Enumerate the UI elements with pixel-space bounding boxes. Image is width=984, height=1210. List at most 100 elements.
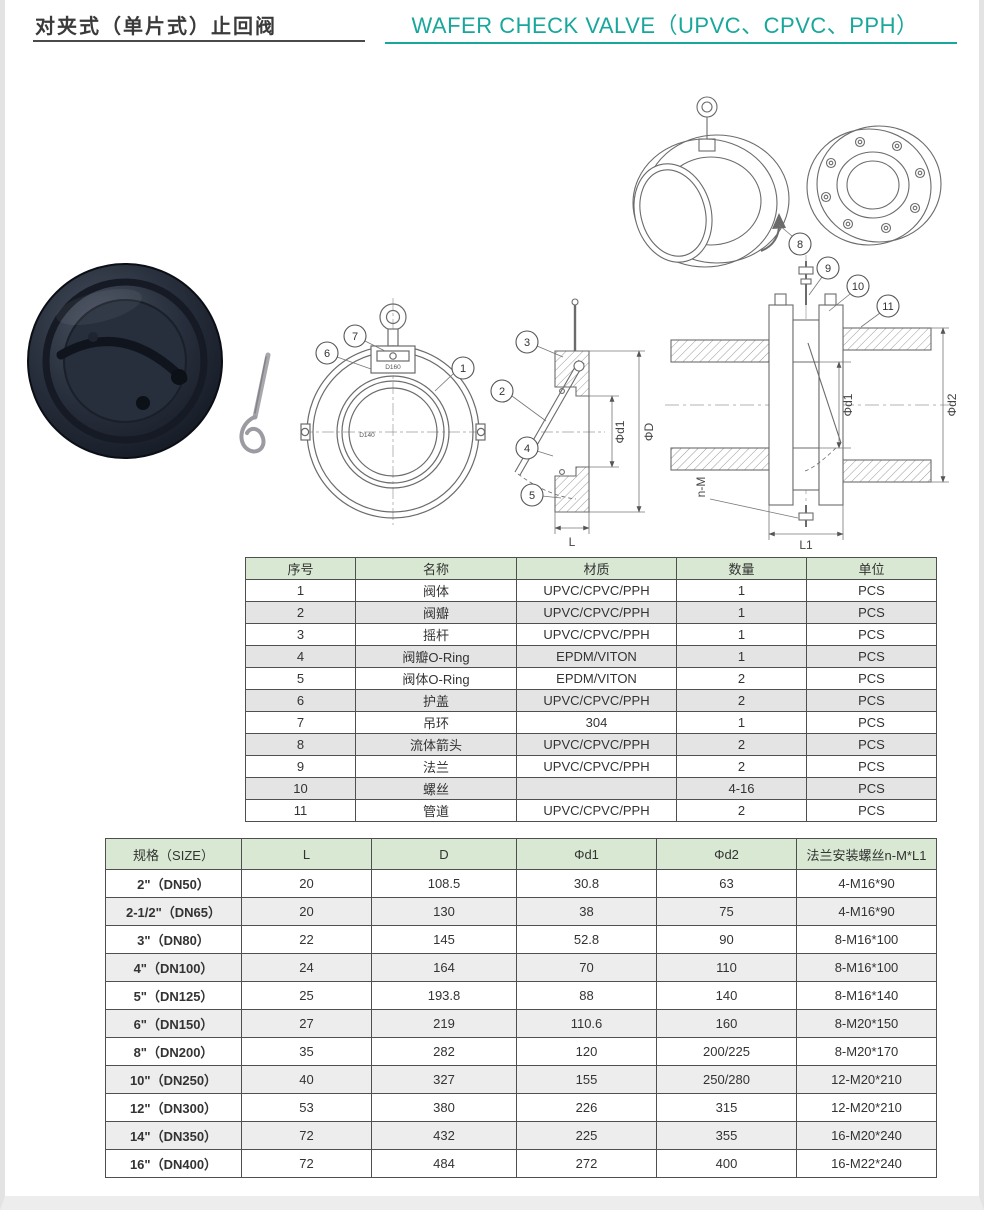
table-cell: 2 xyxy=(676,733,807,756)
table-cell: 阀体O-Ring xyxy=(355,667,517,690)
table-cell: 8-M16*100 xyxy=(796,925,937,954)
table-cell: UPVC/CPVC/PPH xyxy=(516,579,677,602)
dim-label-phi-d1: Φd1 xyxy=(613,420,627,443)
column-header: 名称 xyxy=(355,557,517,580)
svg-text:8: 8 xyxy=(797,239,803,251)
table-cell: 226 xyxy=(516,1093,657,1122)
table-cell: 282 xyxy=(371,1037,517,1066)
table-cell: 4-M16*90 xyxy=(796,869,937,898)
table-cell: 4 xyxy=(245,645,356,668)
table-cell: 72 xyxy=(241,1121,372,1150)
table-cell: 16"（DN400） xyxy=(105,1149,242,1178)
column-header: L xyxy=(241,838,372,870)
table-cell: 355 xyxy=(656,1121,797,1150)
table-cell: 8-M16*100 xyxy=(796,953,937,982)
table-cell: 8-M20*170 xyxy=(796,1037,937,1066)
table-cell: 护盖 xyxy=(355,689,517,712)
column-header: 数量 xyxy=(676,557,807,580)
technical-drawings: D160 D140 7 6 1 xyxy=(27,96,959,552)
table-cell: 4-16 xyxy=(676,777,807,800)
svg-text:9: 9 xyxy=(825,263,831,275)
dim-label-L: L xyxy=(569,535,576,549)
front-view-drawing xyxy=(300,298,486,525)
table-cell: 11 xyxy=(245,799,356,822)
table-cell: 52.8 xyxy=(516,925,657,954)
dim-label-L1: L1 xyxy=(799,538,813,552)
table-cell: 吊环 xyxy=(355,711,517,734)
table-cell: UPVC/CPVC/PPH xyxy=(516,755,677,778)
table-cell: 1 xyxy=(676,711,807,734)
table-cell: 90 xyxy=(656,925,797,954)
table-cell: 193.8 xyxy=(371,981,517,1010)
table-cell: PCS xyxy=(806,667,937,690)
table-cell: 164 xyxy=(371,953,517,982)
table-cell: 327 xyxy=(371,1065,517,1094)
table-cell: 3"（DN80） xyxy=(105,925,242,954)
svg-text:5: 5 xyxy=(529,490,535,502)
callout-1: 1 xyxy=(434,356,475,392)
table-cell: PCS xyxy=(806,777,937,800)
table-cell: PCS xyxy=(806,733,937,756)
table-cell: 2 xyxy=(676,667,807,690)
table-cell: 5"（DN125） xyxy=(105,981,242,1010)
callout-7: 7 xyxy=(343,324,386,352)
table-cell: 管道 xyxy=(355,799,517,822)
svg-text:1: 1 xyxy=(460,363,466,375)
column-header: Φd2 xyxy=(656,838,797,870)
table-cell: 3 xyxy=(245,623,356,646)
table-cell: 24 xyxy=(241,953,372,982)
table-cell: 25 xyxy=(241,981,372,1010)
svg-text:7: 7 xyxy=(352,331,358,343)
table-cell: 螺丝 xyxy=(355,777,517,800)
dim-label-phi-D: ΦD xyxy=(642,423,656,442)
table-cell: 阀体 xyxy=(355,579,517,602)
table-cell: 27 xyxy=(241,1009,372,1038)
table-cell: 22 xyxy=(241,925,372,954)
parts-table-header-row: 序号名称材质数量单位 xyxy=(245,557,937,580)
title-underline-dark xyxy=(33,40,365,42)
svg-text:3: 3 xyxy=(524,337,530,349)
table-cell: 155 xyxy=(516,1065,657,1094)
flange-bolts xyxy=(820,136,926,234)
table-cell: 40 xyxy=(241,1065,372,1094)
table-cell: UPVC/CPVC/PPH xyxy=(516,733,677,756)
dim-label-n-M: n-M xyxy=(694,477,708,498)
table-cell: PCS xyxy=(806,755,937,778)
table-cell: 70 xyxy=(516,953,657,982)
table-cell: 7 xyxy=(245,711,356,734)
svg-text:2: 2 xyxy=(499,386,505,398)
table-cell: 75 xyxy=(656,897,797,926)
table-cell: 130 xyxy=(371,897,517,926)
table-cell: 2 xyxy=(676,799,807,822)
column-header: 序号 xyxy=(245,557,356,580)
svg-text:11: 11 xyxy=(882,301,893,313)
front-disc-label: D140 xyxy=(359,432,375,439)
callout-11: 11 xyxy=(860,294,900,328)
table-cell: PCS xyxy=(806,579,937,602)
callout-9: 9 xyxy=(808,256,840,296)
table-cell: 14"（DN350） xyxy=(105,1121,242,1150)
table-cell: 110.6 xyxy=(516,1009,657,1038)
column-header: Φd1 xyxy=(516,838,657,870)
page-title-zh: 对夹式（单片式）止回阀 xyxy=(35,16,277,38)
table-cell: 12-M20*210 xyxy=(796,1093,937,1122)
table-cell: 30.8 xyxy=(516,869,657,898)
table-cell: PCS xyxy=(806,645,937,668)
table-cell: 219 xyxy=(371,1009,517,1038)
section-view-drawing xyxy=(514,298,605,513)
table-cell: 53 xyxy=(241,1093,372,1122)
